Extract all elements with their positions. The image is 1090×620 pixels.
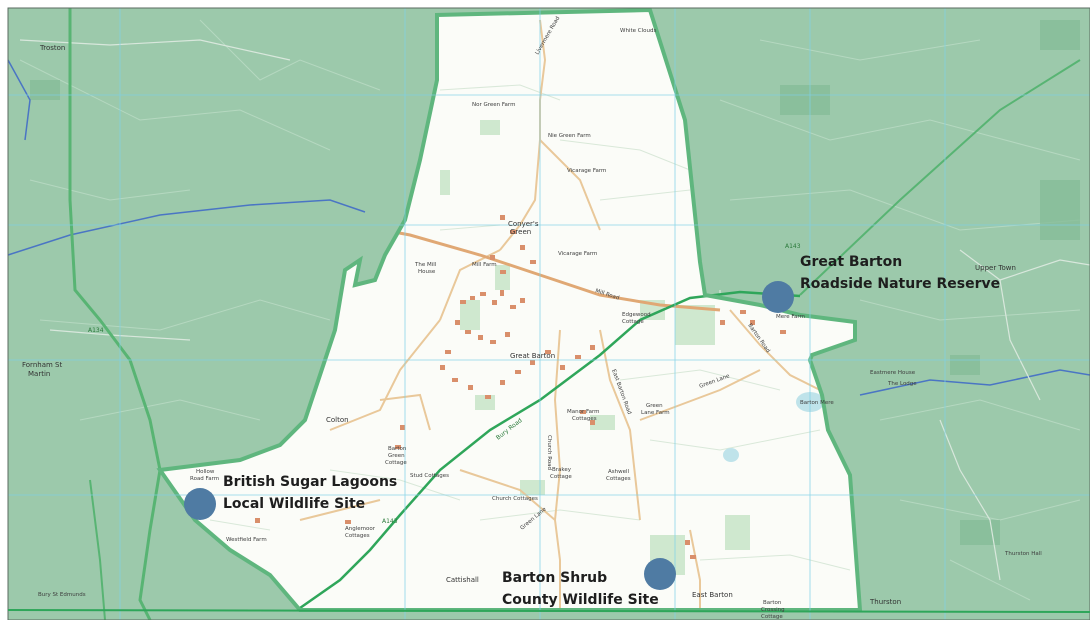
label-upper-town: Upper Town [975,264,1016,272]
site-marker-icon[interactable] [762,281,794,313]
label-white-clouds: White Clouds [620,28,656,34]
label-conyers-green-1: Conyer's [508,220,539,228]
label-mill-house-2: House [418,269,436,275]
label-green-lane-1: Green [646,403,663,409]
label-barton-crossing-1: Barton [763,600,782,606]
label-green-lane-2: Lane Farm [641,410,670,416]
parish-area [160,10,860,610]
parish-border [156,7,863,612]
rivers [7,59,1090,396]
label-barton-mere: Barton Mere [800,400,834,406]
site-label-line1: British Sugar Lagoons [223,474,397,490]
label-ashwell-1: Ashwell [608,469,630,475]
label-ashwell-2: Cottages [606,476,631,482]
label-eastmere-house: Eastmere House [870,370,916,376]
label-a143-low: A143 [382,518,398,525]
label-manor-farm-2: Cottages [572,416,597,422]
grid-lines [8,8,1090,620]
label-manor-farm-1: Manor Farm [567,409,600,415]
label-great-barton: Great Barton [510,352,555,360]
label-westfield-farm: Westfield Farm [226,537,267,543]
village-buildings [255,215,786,559]
map-frame [7,7,1090,620]
outside-a-road-south [89,479,106,620]
label-fornham-1: Fornham St [22,361,62,369]
label-a134: A134 [88,327,104,334]
site-label-barton-shrub: Barton Shrub County Wildlife Site [502,570,659,608]
label-barton-crossing-2: Crossing [761,607,785,613]
label-church-road: Church Road [546,435,552,470]
pond [723,448,739,462]
label-east-barton: East Barton [692,591,733,599]
outside-a-road-east [799,59,1081,296]
road-a134 [68,8,162,620]
label-anglemoor-2: Cottages [345,533,370,539]
label-edgewood-2: Cottage [622,319,644,325]
label-nie-green-farm: Nie Green Farm [548,133,591,139]
label-mill-house-1: The Mill [414,262,437,268]
site-label-line1: Barton Shrub [502,570,607,586]
label-colton: Colton [326,416,349,424]
label-bury-st-edmunds: Bury St Edmunds [38,592,86,598]
bottom-edge [7,609,1090,613]
label-hulme-road-1: Hollow [196,469,215,475]
label-conyers-green-2: Green [510,228,531,236]
site-label-great-barton-roadside: Great Barton Roadside Nature Reserve [800,254,1000,292]
label-vicarage-farm: Vicarage Farm [558,251,597,257]
site-label-line1: Great Barton [800,254,902,270]
field-boundaries [209,84,851,571]
site-label-line2: Local Wildlife Site [223,496,365,512]
site-label-line2: Roadside Nature Reserve [800,276,1000,292]
label-mere-farm: Mere Farm [776,314,805,320]
site-marker-icon[interactable] [644,558,676,590]
label-edgewood-1: Edgewood [622,312,651,318]
label-thurston-hall: Thurston Hall [1004,551,1042,557]
label-hulme-road-2: Road Farm [190,476,219,482]
label-fornham-2: Martin [28,370,50,378]
label-mill-farm: Mill Farm [472,262,497,268]
label-barton-green-2: Green [388,453,405,459]
label-barton-green-1: Barton [388,446,407,452]
label-nor-green-farm: Nor Green Farm [472,102,515,108]
label-barton-crossing-3: Cottage [761,614,783,620]
label-anglemoor-1: Anglemoor [345,526,376,532]
site-marker-icon[interactable] [184,488,216,520]
label-brakey-1: Brakey [552,467,572,473]
label-cattishall: Cattishall [446,576,479,584]
label-stud-cottages: Stud Cottages [410,473,449,479]
label-the-lodge: The Lodge [887,381,917,387]
label-barton-green-3: Cottage [385,460,407,466]
label-troston: Troston [39,44,65,52]
site-label-line2: County Wildlife Site [502,592,659,608]
road-a143 [299,290,801,610]
label-thurston: Thurston [869,598,901,606]
label-a143-mid: A143 [785,243,801,250]
label-vicarage-farm-top: Vicarage Farm [567,168,606,174]
site-label-british-sugar: British Sugar Lagoons Local Wildlife Sit… [223,474,397,512]
label-brakey-2: Cottage [550,474,572,480]
label-church-cottages: Church Cottages [492,496,538,502]
